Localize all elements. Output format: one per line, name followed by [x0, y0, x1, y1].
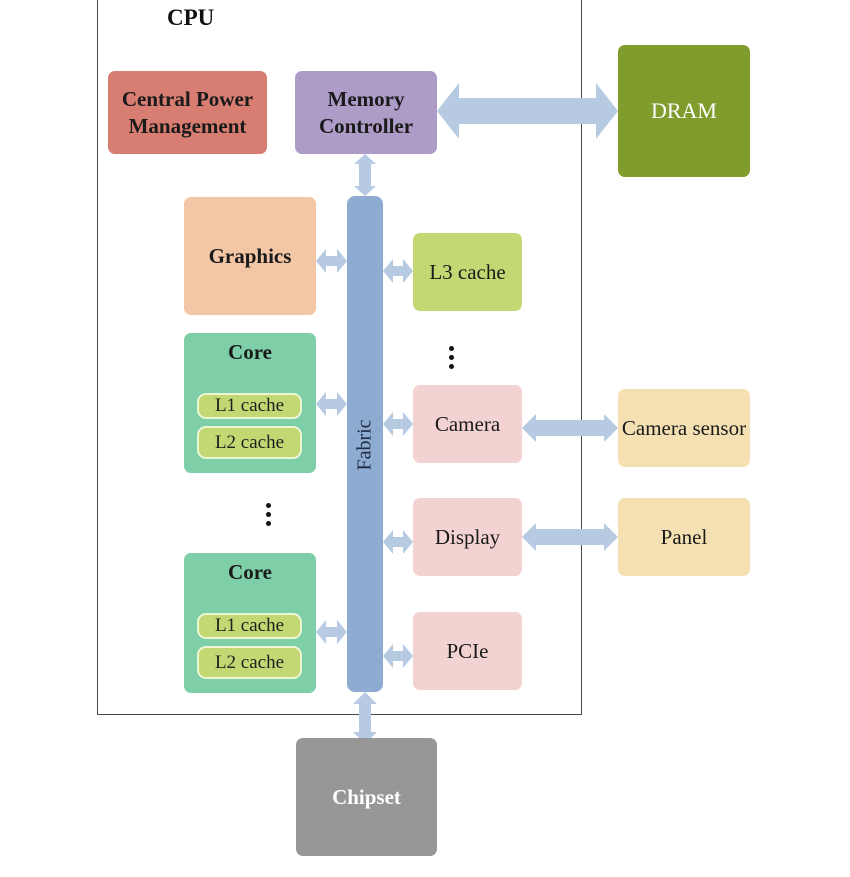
arrow-fabric-chipset	[353, 692, 377, 744]
core-ellipsis	[264, 503, 272, 526]
display-block: Display	[413, 498, 522, 576]
arrow-fabric-pcie	[383, 644, 413, 668]
arrow-memctrl-fabric	[354, 154, 376, 196]
arrow-core1-fabric	[316, 392, 347, 416]
core-block: Core L1 cache L2 cache	[184, 553, 316, 693]
cpu-title: CPU	[167, 5, 215, 30]
arrow-fabric-camera	[383, 412, 413, 436]
panel-block: Panel	[618, 498, 750, 576]
l3-cache-block: L3 cache	[413, 233, 522, 311]
cpu-boundary	[97, 0, 582, 715]
l2-cache-pill: L2 cache	[197, 426, 302, 459]
l1-cache-pill: L1 cache	[197, 613, 302, 639]
arrow-graphics-fabric	[316, 249, 347, 273]
arrow-display-panel	[522, 523, 618, 551]
arrow-fabric-display	[383, 530, 413, 554]
arrow-core2-fabric	[316, 620, 347, 644]
arrow-memctrl-dram	[437, 83, 618, 139]
pcie-block: PCIe	[413, 612, 522, 690]
fabric-label: Fabric	[353, 419, 376, 471]
fabric-bus	[347, 196, 383, 692]
core-title: Core	[228, 340, 272, 364]
camera-sensor-block: Camera sensor	[618, 389, 750, 467]
l1-cache-pill: L1 cache	[197, 393, 302, 419]
core-block: Core L1 cache L2 cache	[184, 333, 316, 473]
arrow-fabric-l3	[383, 259, 413, 283]
memory-controller-block: Memory Controller	[295, 71, 437, 154]
camera-block: Camera	[413, 385, 522, 463]
io-ellipsis	[447, 346, 455, 369]
core-title: Core	[228, 560, 272, 584]
dram-block: DRAM	[618, 45, 750, 177]
graphics-block: Graphics	[184, 197, 316, 315]
chipset-block: Chipset	[296, 738, 437, 856]
arrow-camera-sensor	[522, 414, 618, 442]
l2-cache-pill: L2 cache	[197, 646, 302, 679]
central-power-management-block: Central Power Management	[108, 71, 267, 154]
